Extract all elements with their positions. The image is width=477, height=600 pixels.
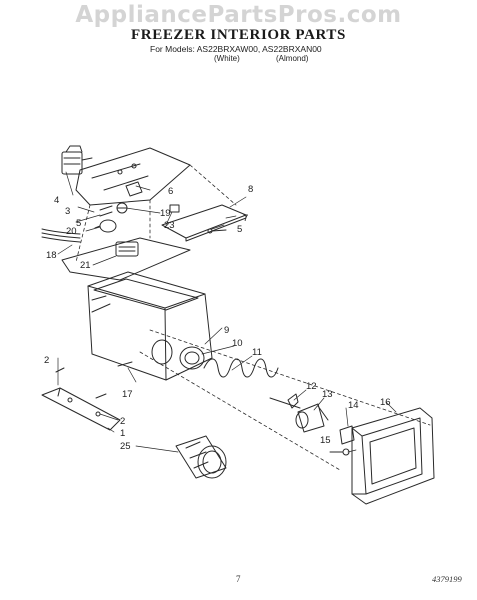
callout-12: 12 <box>306 381 317 392</box>
auger-motor <box>61 145 93 175</box>
callout-3: 3 <box>65 206 70 217</box>
callout-19: 19 <box>160 208 171 219</box>
callout-10: 10 <box>232 338 243 349</box>
drive-coupling <box>175 435 227 479</box>
callout-21: 21 <box>80 260 91 271</box>
document-code: 4379199 <box>432 574 462 584</box>
auger-cam <box>295 403 329 433</box>
white-variant-label: (White) <box>214 54 240 63</box>
cover-plate <box>161 204 247 242</box>
retainer-clip <box>339 425 355 445</box>
callout-13: 13 <box>322 389 333 400</box>
callout-1: 1 <box>120 428 125 439</box>
mounting-screw <box>329 448 350 456</box>
callout-2a: 2 <box>44 355 49 366</box>
page-title: FREEZER INTERIOR PARTS <box>131 27 346 43</box>
callout-5a: 5 <box>76 218 81 229</box>
callout-8: 8 <box>248 184 253 195</box>
auger-shaft <box>269 393 301 409</box>
switch-bracket <box>125 181 143 197</box>
page-number: 7 <box>236 574 241 584</box>
callout-23: 23 <box>164 220 175 231</box>
callout-labels: 4 3 5 20 18 21 6 19 23 8 7 5 9 10 11 12 … <box>44 184 391 452</box>
callout-4: 4 <box>54 195 59 206</box>
leader-lines <box>57 171 397 453</box>
callout-20: 20 <box>66 226 77 237</box>
screws <box>99 205 227 234</box>
callout-9: 9 <box>224 325 229 336</box>
shelf-bracket <box>41 367 121 431</box>
watermark: AppliancePartsPros.com <box>75 2 402 28</box>
callout-6: 6 <box>168 186 173 197</box>
auger-spring <box>203 358 279 378</box>
screw-17 <box>117 361 133 367</box>
lower-mounting-plate <box>61 237 191 281</box>
callout-7: 7 <box>243 213 248 224</box>
callout-18: 18 <box>46 250 57 261</box>
wire-harness <box>41 228 81 243</box>
assembly-lines <box>75 164 431 471</box>
callout-5b: 5 <box>237 224 242 235</box>
callout-14: 14 <box>348 400 359 411</box>
bearing-collar <box>179 346 205 370</box>
callout-25: 25 <box>120 441 131 452</box>
callout-15: 15 <box>320 435 331 446</box>
almond-variant-label: (Almond) <box>276 54 309 63</box>
callout-17: 17 <box>122 389 133 400</box>
model-numbers: For Models: AS22BRXAW00, AS22BRXAN00 <box>150 44 322 54</box>
callout-2b: 2 <box>120 416 125 427</box>
front-housing <box>351 407 435 505</box>
callout-16: 16 <box>380 397 391 408</box>
callout-11: 11 <box>252 347 262 358</box>
ice-container <box>87 271 213 381</box>
